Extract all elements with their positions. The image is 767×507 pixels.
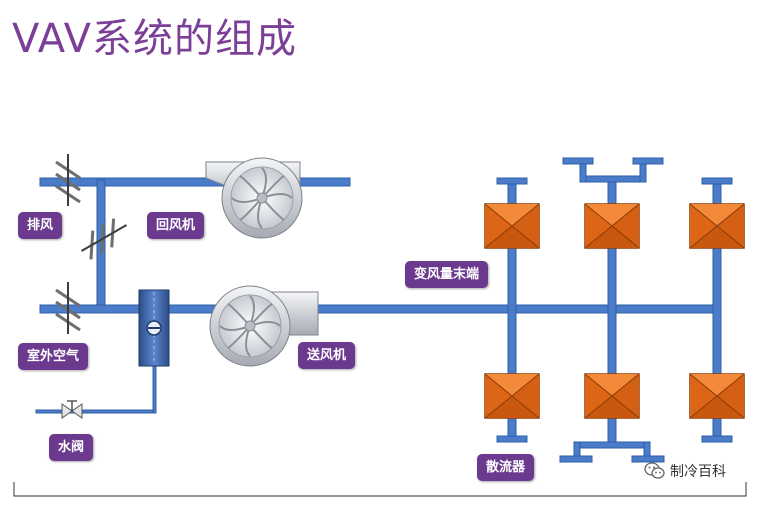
top-stub-3 [701,177,733,185]
label-exhaust: 排风 [18,212,63,239]
water-pipe-horizontal [35,409,157,414]
label-water-valve: 水阀 [49,434,94,461]
bottom-tee-cap-right [631,455,665,463]
watermark-text: 制冷百科 [670,464,726,480]
top-tee-cap-right [632,157,664,165]
vav-terminal-icon [484,373,540,419]
duct-network [35,157,733,463]
exhaust-duct [39,177,351,187]
bottom-bracket-line [13,482,747,497]
top-tee-cap-left [562,157,594,165]
bottom-tee-bar [573,441,651,449]
return-fan-icon [205,157,303,239]
label-diffuser: 散流器 [477,454,535,481]
bottom-stub-1 [496,435,528,443]
bottom-stub-3 [701,435,733,443]
watermark: 制冷百科 [644,460,726,482]
bottom-tee-cap-left [559,455,593,463]
wechat-icon [644,462,665,479]
vav-terminal-icon [584,203,640,249]
label-vav-terminal: 变风量末端 [405,261,489,288]
top-tee-bar [581,175,643,183]
page-title: VAV系统的组成 [12,16,297,62]
vav-terminal-icon [689,203,745,249]
vav-terminal-icon [584,373,640,419]
label-supply-fan: 送风机 [298,342,356,369]
water-pipe-vertical [152,364,157,414]
label-return-fan: 回风机 [147,212,205,239]
vav-terminal-icon [689,373,745,419]
supply-fan-icon [209,285,319,367]
coil-icon [138,289,170,367]
top-stub-1 [496,177,528,185]
water-valve-icon [61,400,83,419]
label-outdoor-air: 室外空气 [18,343,89,370]
vav-terminal-icon [484,203,540,249]
